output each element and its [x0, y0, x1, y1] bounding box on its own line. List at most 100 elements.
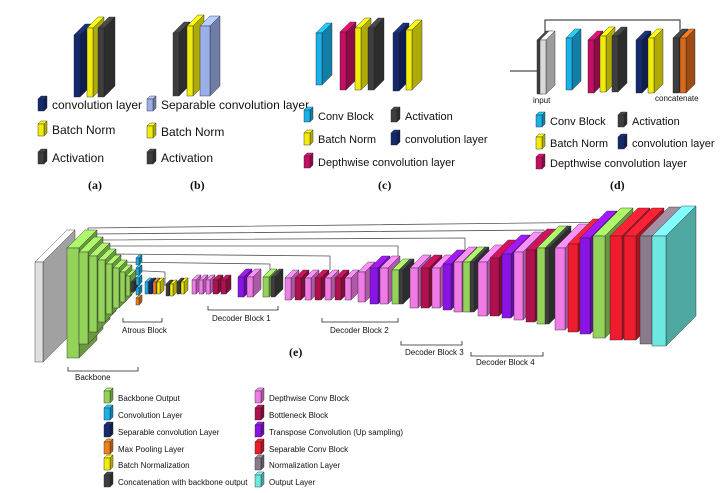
skip-connection [106, 245, 399, 266]
panel-a-legend-item: Batch Norm [37, 120, 115, 137]
panel-c-legend-swatch [303, 129, 314, 146]
panel-c-legend-label: Depthwise convolution layer [318, 157, 455, 169]
activation-slab [367, 17, 385, 91]
panel-e-legend-left-item: Backbone Output [103, 387, 181, 404]
panel-c-caption: (c) [378, 178, 391, 192]
panel-e-legend-right-label: Transpose Convolution (Up sampling) [269, 428, 403, 437]
activation-slab [611, 26, 628, 93]
panel-e-legend-left-label: Separable convolution Layer [118, 428, 220, 437]
panel-e-legend-left-label: Backbone Output [118, 394, 181, 403]
atrous-conv-slab [135, 274, 143, 286]
panel-d-layer-stack [510, 19, 696, 95]
panel-d-legend-label: Batch Norm [550, 138, 608, 150]
decoder-block-1-label: Decoder Block 1 [212, 314, 271, 323]
atrous-conv-slab [135, 264, 143, 276]
group-bracket [67, 367, 139, 372]
panel-a-legend-swatch [37, 148, 48, 165]
panel-e-legend-right-label: Output Layer [269, 478, 316, 487]
panel-e-legend-left-swatch [103, 454, 114, 471]
panel-c-legend-label: Batch Norm [318, 134, 376, 146]
panel-d-legend-item: Depthwise convolution layer [535, 153, 687, 170]
panel-d-legend-swatch [535, 111, 546, 128]
batch-norm-slab [405, 19, 423, 91]
panel-d-legend-item: Conv Block [535, 111, 606, 128]
panel-a-legend-swatch [37, 95, 48, 112]
decoder2-slab [344, 269, 360, 301]
panel-b-layer-stack [172, 14, 221, 97]
panel-a-legend-label: Batch Norm [52, 123, 115, 137]
panel-d-legend-item: Batch Norm [535, 133, 608, 150]
group-bracket [207, 306, 279, 311]
panel-b-legend-label: Batch Norm [161, 125, 224, 139]
panel-d-legend-item: convolution layer [617, 133, 715, 150]
panel-d-concat-label: concatenate [655, 94, 699, 103]
conv-block-slab [315, 22, 333, 86]
panel-d-legend-label: Conv Block [550, 116, 606, 128]
panel-c-legend-swatch [303, 106, 314, 123]
panel-e-legend-left-swatch [103, 404, 114, 421]
panel-a-legend-item: Activation [37, 148, 104, 165]
panel-d-legend-swatch [617, 111, 628, 128]
panel-e-legend-right-swatch [254, 454, 265, 471]
panel-a-legend-item: convolution layer [37, 95, 142, 112]
group-bracket [321, 318, 399, 323]
panel-e-legend-right-item: Normalization Layer [254, 454, 340, 471]
panel-c-legend-label: Activation [405, 111, 453, 123]
panel-e-legend-left-swatch [103, 421, 114, 438]
panel-c-legend-item: Depthwise convolution layer [303, 152, 455, 169]
panel-e-legend-right-item: Transpose Convolution (Up sampling) [254, 421, 403, 438]
panel-e-legend-right-label: Depthwise Conv Block [269, 394, 350, 403]
panel-b-legend-swatch [146, 95, 157, 112]
panel-e-legend-right-item: Separable Conv Block [254, 438, 349, 455]
panel-e-legend-right-item: Bottleneck Block [254, 404, 329, 421]
panel-a-layer-stack [73, 16, 116, 98]
group-brackets [67, 306, 544, 372]
skip-connector [544, 19, 681, 33]
panel-c-legend-item: convolution layer [390, 129, 488, 146]
panel-d-legend-swatch [535, 153, 546, 170]
panel-b-legend-item: Batch Norm [146, 122, 224, 139]
panel-e-legend-left-item: Convolution Layer [103, 404, 183, 421]
decoder1-slab [270, 268, 284, 298]
network-layers [34, 205, 697, 363]
panel-a-legend-swatch [37, 120, 48, 137]
panel-c-legend-swatch [390, 129, 401, 146]
panel-e-legend-right-label: Bottleneck Block [269, 411, 329, 420]
panel-a-legend-label: Activation [52, 151, 104, 165]
separable-conv-slab [199, 15, 221, 97]
panel-a-legend-label: convolution layer [52, 98, 142, 112]
panel-d-legend-label: Depthwise convolution layer [550, 158, 687, 170]
decoder-block-4-label: Decoder Block 4 [476, 358, 535, 367]
panel-d-legend-item: Activation [617, 111, 680, 128]
panel-e-legend-right-swatch [254, 471, 265, 488]
panel-e-legend-left-label: Batch Normalization [118, 461, 190, 470]
atrous-conv-slab [135, 294, 143, 306]
concatenate-slab [679, 28, 696, 94]
panel-e-legend-left-label: Concatenation with backbone output [118, 478, 248, 487]
panel-e-legend-right-swatch [254, 404, 265, 421]
panel-e-legend-left-label: Max Pooling Layer [118, 445, 185, 454]
panel-c-layer-stack [315, 17, 423, 92]
atrous-conv-slab [135, 284, 143, 296]
depthwise-conv-slab [339, 21, 357, 91]
panel-c-legend-label: convolution layer [405, 134, 488, 146]
panel-e-legend-left-item: Separable convolution Layer [103, 421, 220, 438]
panel-c-legend-swatch [303, 152, 314, 169]
panel-b-legend-swatch [146, 122, 157, 139]
panel-d-legend-label: Activation [632, 116, 680, 128]
decoder1-slab [246, 268, 262, 298]
group-bracket [122, 318, 163, 323]
panel-c-legend-swatch [390, 106, 401, 123]
conv-block-slab [565, 28, 582, 91]
panel-e-legend-left-item: Concatenation with backbone output [103, 471, 248, 488]
group-bracket [400, 341, 463, 346]
panel-d-legend-swatch [535, 133, 546, 150]
